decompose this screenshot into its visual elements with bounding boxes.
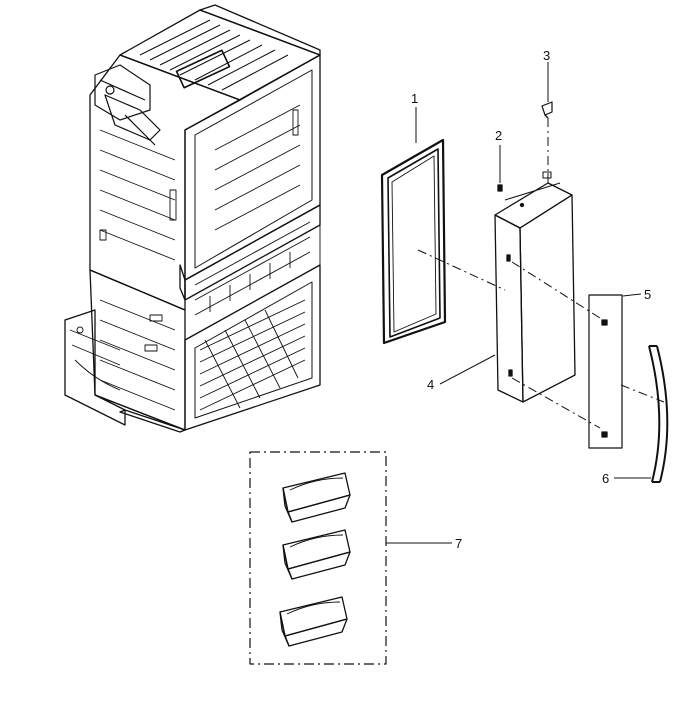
refrigerator-cabinet: [64, 4, 321, 433]
door-foam-assembly-drawing: [494, 171, 576, 403]
door-bins-box: [249, 451, 387, 665]
leader-lines: [386, 62, 651, 544]
callout-4: 4: [427, 377, 434, 392]
assembly-lines: [417, 118, 665, 429]
callout-2: 2: [495, 128, 502, 143]
callout-3: 3: [543, 48, 550, 63]
door-gasket-drawing: [380, 138, 447, 345]
door-bin-1: [282, 472, 351, 523]
hinge-pin-drawing: [497, 184, 503, 192]
door-handle-drawing: [648, 345, 669, 483]
callout-7: 7: [455, 536, 462, 551]
top-hinge-drawing: [541, 101, 553, 119]
callout-1: 1: [411, 91, 418, 106]
callout-labels: 1 2 3 4 5 6 7: [411, 48, 651, 551]
door-bin-2: [282, 529, 351, 580]
callout-6: 6: [602, 471, 609, 486]
door-cap-panel-drawing: [588, 294, 623, 449]
callout-5: 5: [644, 287, 651, 302]
door-bin-3: [279, 596, 348, 647]
